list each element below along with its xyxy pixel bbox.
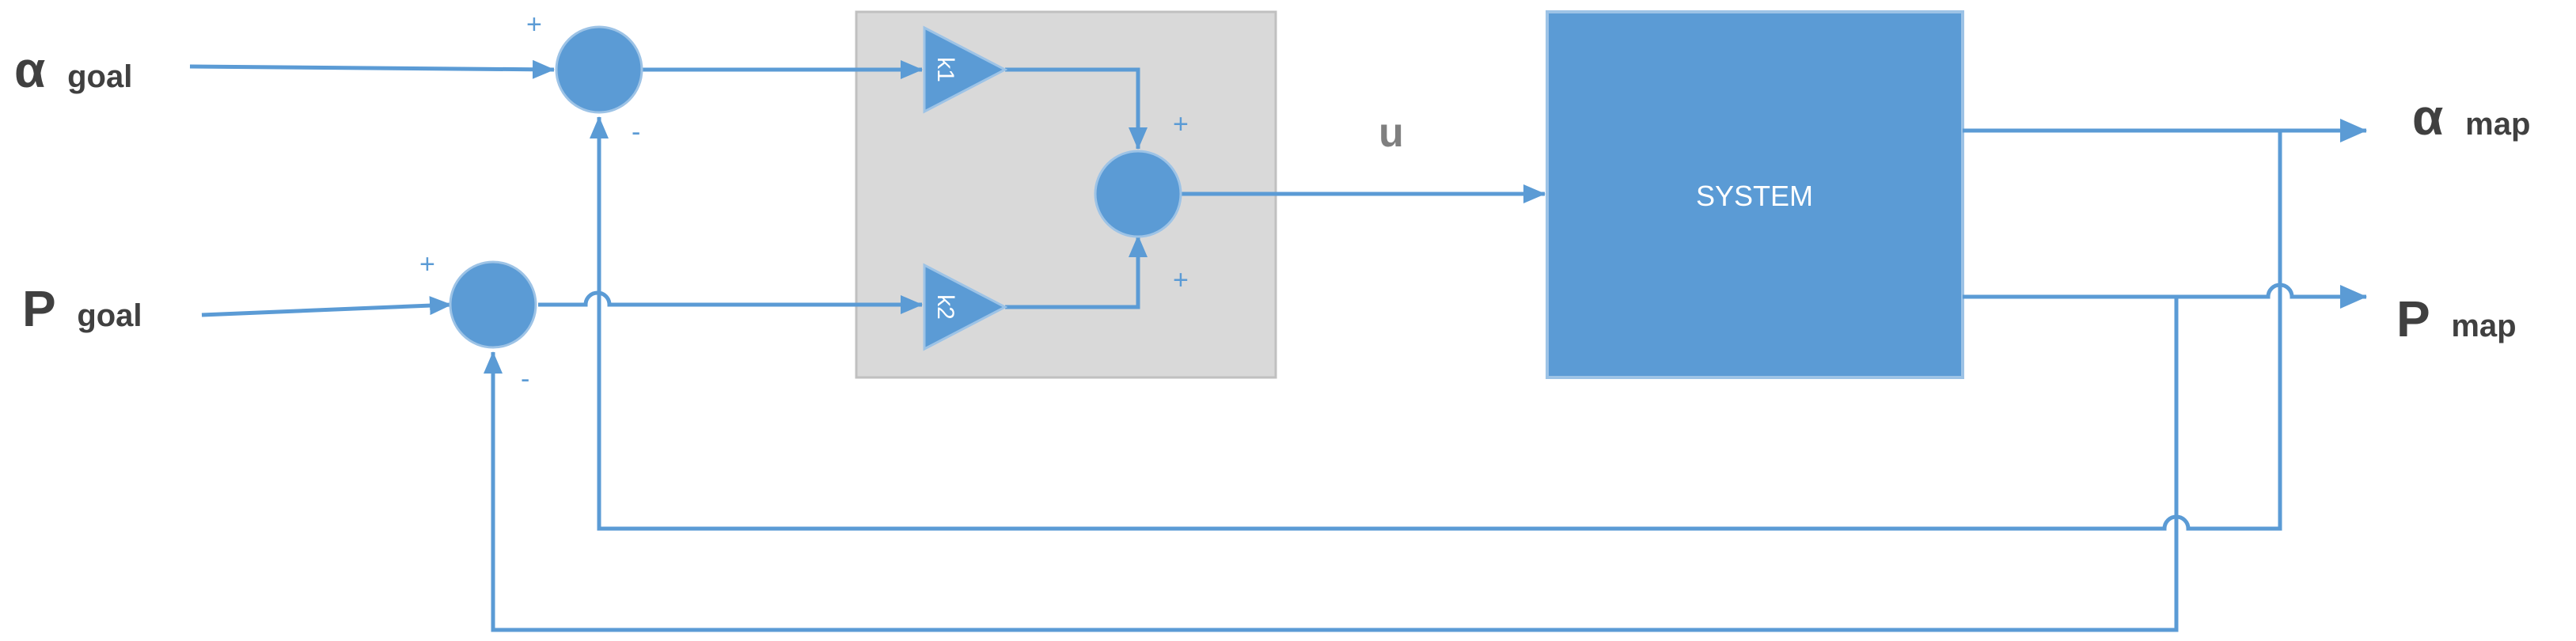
p-sum-minus-sign: - — [521, 364, 529, 394]
k1-label: k1 — [932, 57, 958, 82]
p-map-label: P map — [2396, 290, 2517, 347]
k2-out-wire — [1005, 235, 1148, 309]
alpha-goal-subscript: goal — [67, 59, 132, 94]
k2-label: k2 — [932, 294, 958, 320]
output-sum-plus-bottom: + — [1173, 265, 1189, 295]
p-goal-subscript: goal — [77, 298, 142, 333]
alpha-goal-label: α goal — [14, 41, 132, 98]
alpha-sum-minus-sign: - — [632, 117, 640, 147]
alpha-map-symbol: α — [2412, 89, 2443, 146]
control-signal-label: u — [1379, 110, 1404, 156]
k2-gain-block: k2 — [923, 263, 1008, 351]
k1-out-wire — [1005, 67, 1148, 150]
k1-gain-block: k1 — [923, 25, 1008, 114]
p-summing-junction — [449, 260, 537, 349]
system-label: SYSTEM — [1696, 180, 1813, 212]
p-goal-wire — [201, 296, 452, 317]
alpha-map-label: α map — [2412, 89, 2530, 146]
alpha-sum-plus-sign: + — [526, 9, 542, 40]
p-goal-label: P goal — [22, 280, 142, 337]
alpha-goal-wire — [189, 59, 555, 79]
p-goal-symbol: P — [22, 280, 55, 337]
system-block — [1546, 10, 1964, 379]
alpha-goal-symbol: α — [14, 41, 45, 98]
alpha-feedback-wire — [590, 116, 2282, 531]
output-summing-junction — [1094, 150, 1182, 238]
output-sum-plus-top: + — [1173, 109, 1189, 139]
p-map-wire — [1963, 283, 2367, 309]
alpha-summing-junction — [555, 25, 643, 114]
p-map-subscript: map — [2451, 309, 2516, 343]
p-sum-plus-sign: + — [419, 249, 435, 279]
p-map-symbol: P — [2396, 290, 2430, 347]
alpha-map-subscript: map — [2465, 107, 2530, 142]
p-feedback-wire — [484, 297, 2179, 632]
